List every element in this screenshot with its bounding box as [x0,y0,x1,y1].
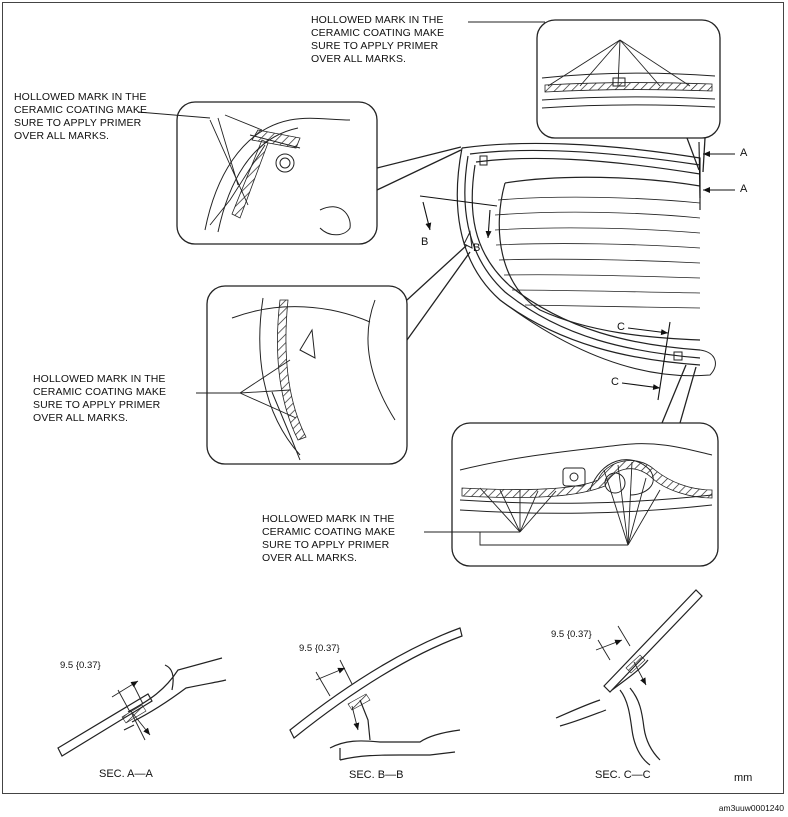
hatched-coating-top-left-2 [231,139,269,219]
note-top-left: HOLLOWED MARK IN THE CERAMIC COATING MAK… [14,91,147,143]
note-line: SURE TO APPLY PRIMER [33,399,161,411]
figure-code: am3uuw0001240 [718,803,784,813]
note-line: CERAMIC COATING MAKE [14,104,148,116]
hatched-coating-middle-left [277,299,307,441]
note-middle-left: HOLLOWED MARK IN THE CERAMIC COATING MAK… [33,373,166,425]
figure-frame [2,2,784,794]
callout-box-top-right [536,19,721,173]
section-marker-a-upper: A [740,147,748,159]
section-marker-c-lower: C [611,376,619,388]
hatched-coating-bottom [461,460,713,499]
note-bottom: HOLLOWED MARK IN THE CERAMIC COATING MAK… [262,513,395,565]
section-marker-c-upper: C [617,321,625,333]
section-b-b-primer [347,693,371,711]
section-a-a-drawing [57,657,227,757]
section-c-c-primer [625,654,646,674]
note-line: SURE TO APPLY PRIMER [262,539,390,551]
callout-box-top-left [176,101,462,245]
note-line: OVER ALL MARKS. [33,412,129,424]
note-top-right: HOLLOWED MARK IN THE CERAMIC COATING MAK… [311,14,444,66]
section-cut-lines [419,141,735,401]
note-line: CERAMIC COATING MAKE [33,386,167,398]
note-leaders [137,21,545,533]
note-line: SURE TO APPLY PRIMER [311,40,439,52]
section-marker-b-right: B [473,242,481,254]
section-a-a-primer [121,704,147,724]
note-line: CERAMIC COATING MAKE [311,27,445,39]
note-line: SURE TO APPLY PRIMER [14,117,142,129]
section-a-a-dimension: 9.5 {0.37} [60,660,101,671]
section-b-b-drawing [289,627,463,761]
note-line: OVER ALL MARKS. [262,552,358,564]
callout-box-middle-left [206,244,471,465]
note-line: HOLLOWED MARK IN THE [33,373,166,385]
section-b-b-title: SEC. B—B [349,769,404,781]
callout-box-bottom [451,364,719,567]
note-line: CERAMIC COATING MAKE [262,526,396,538]
note-line: OVER ALL MARKS. [14,130,110,142]
section-c-c-dimension: 9.5 {0.37} [551,629,592,640]
section-b-b-dimension: 9.5 {0.37} [299,643,340,654]
section-marker-b-left: B [421,236,429,248]
note-line: HOLLOWED MARK IN THE [311,14,444,26]
unit-label: mm [734,772,753,784]
note-line: HOLLOWED MARK IN THE [14,91,147,103]
hatched-coating-top-right [544,82,713,93]
note-line: OVER ALL MARKS. [311,53,407,65]
hatched-coating-top-left [251,129,301,149]
section-marker-a-lower: A [740,183,748,195]
section-a-a-title: SEC. A—A [99,768,153,780]
section-c-c-title: SEC. C—C [595,769,651,781]
section-c-c-drawing [555,589,703,766]
note-line: HOLLOWED MARK IN THE [262,513,395,525]
rear-window [456,142,716,377]
